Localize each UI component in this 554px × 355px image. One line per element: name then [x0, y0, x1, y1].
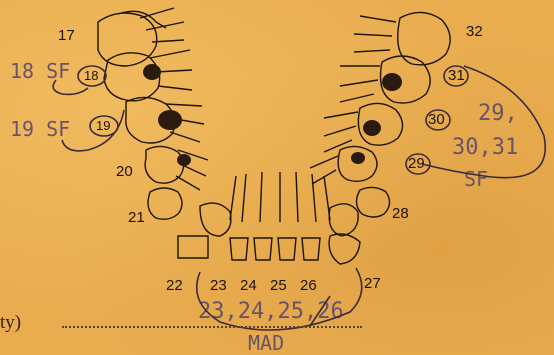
tooth-number-25: 25	[270, 277, 287, 294]
tooth-number-30: 30	[428, 111, 445, 128]
dotted-fill-line	[62, 326, 362, 328]
annotation-23-26: 23,24,25,26	[198, 299, 344, 324]
tooth-number-32: 32	[466, 23, 483, 40]
left-molar-teeth	[98, 8, 208, 219]
annotation-mad: MAD	[248, 331, 284, 355]
tooth-number-22: 22	[166, 277, 183, 294]
tooth-number-17: 17	[58, 27, 75, 44]
annotation-19-sf: 19 SF	[10, 117, 70, 141]
annotation-29: 29,	[478, 101, 518, 126]
tooth-number-31: 31	[448, 67, 465, 84]
annotation-sf: SF	[464, 167, 488, 191]
tooth-number-18: 18	[84, 68, 98, 83]
tooth-number-28: 28	[392, 205, 409, 222]
field-label: ty)	[0, 312, 21, 334]
anterior-teeth	[178, 172, 360, 264]
annotation-30-31: 30,31	[452, 135, 518, 160]
stamped-annotations: 18 SF 19 SF 29, 30,31 SF 23,24,25,26 MAD	[10, 59, 518, 355]
tooth-number-23: 23	[210, 277, 227, 294]
tooth-number-20: 20	[116, 163, 133, 180]
tooth-number-21: 21	[128, 209, 145, 226]
tooth-number-27: 27	[364, 275, 381, 292]
tooth-number-19: 19	[96, 118, 110, 133]
annotation-18-sf: 18 SF	[10, 59, 70, 83]
tooth-number-26: 26	[300, 277, 317, 294]
tooth-number-24: 24	[240, 277, 257, 294]
